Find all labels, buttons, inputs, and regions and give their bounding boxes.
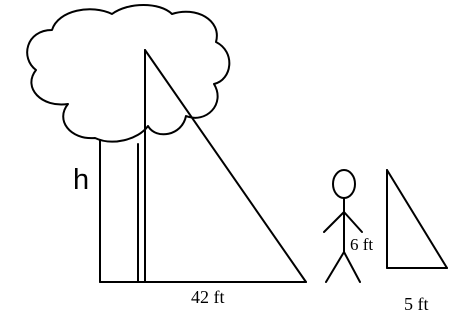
tree-shadow-label: 42 ft bbox=[191, 287, 225, 307]
large-triangle-hypotenuse bbox=[144, 49, 307, 283]
small-triangle-hypotenuse bbox=[386, 169, 448, 269]
person-head bbox=[332, 169, 356, 199]
person-shadow-label: 5 ft bbox=[404, 294, 429, 314]
person-right-leg bbox=[343, 251, 361, 283]
person-left-leg bbox=[325, 251, 345, 283]
person-right-arm bbox=[343, 211, 363, 233]
person-height-label: 6 ft bbox=[349, 235, 375, 254]
person-left-arm bbox=[323, 211, 345, 233]
tree-height-label: h bbox=[73, 164, 90, 196]
tree-canopy-cloud bbox=[26, 4, 231, 143]
